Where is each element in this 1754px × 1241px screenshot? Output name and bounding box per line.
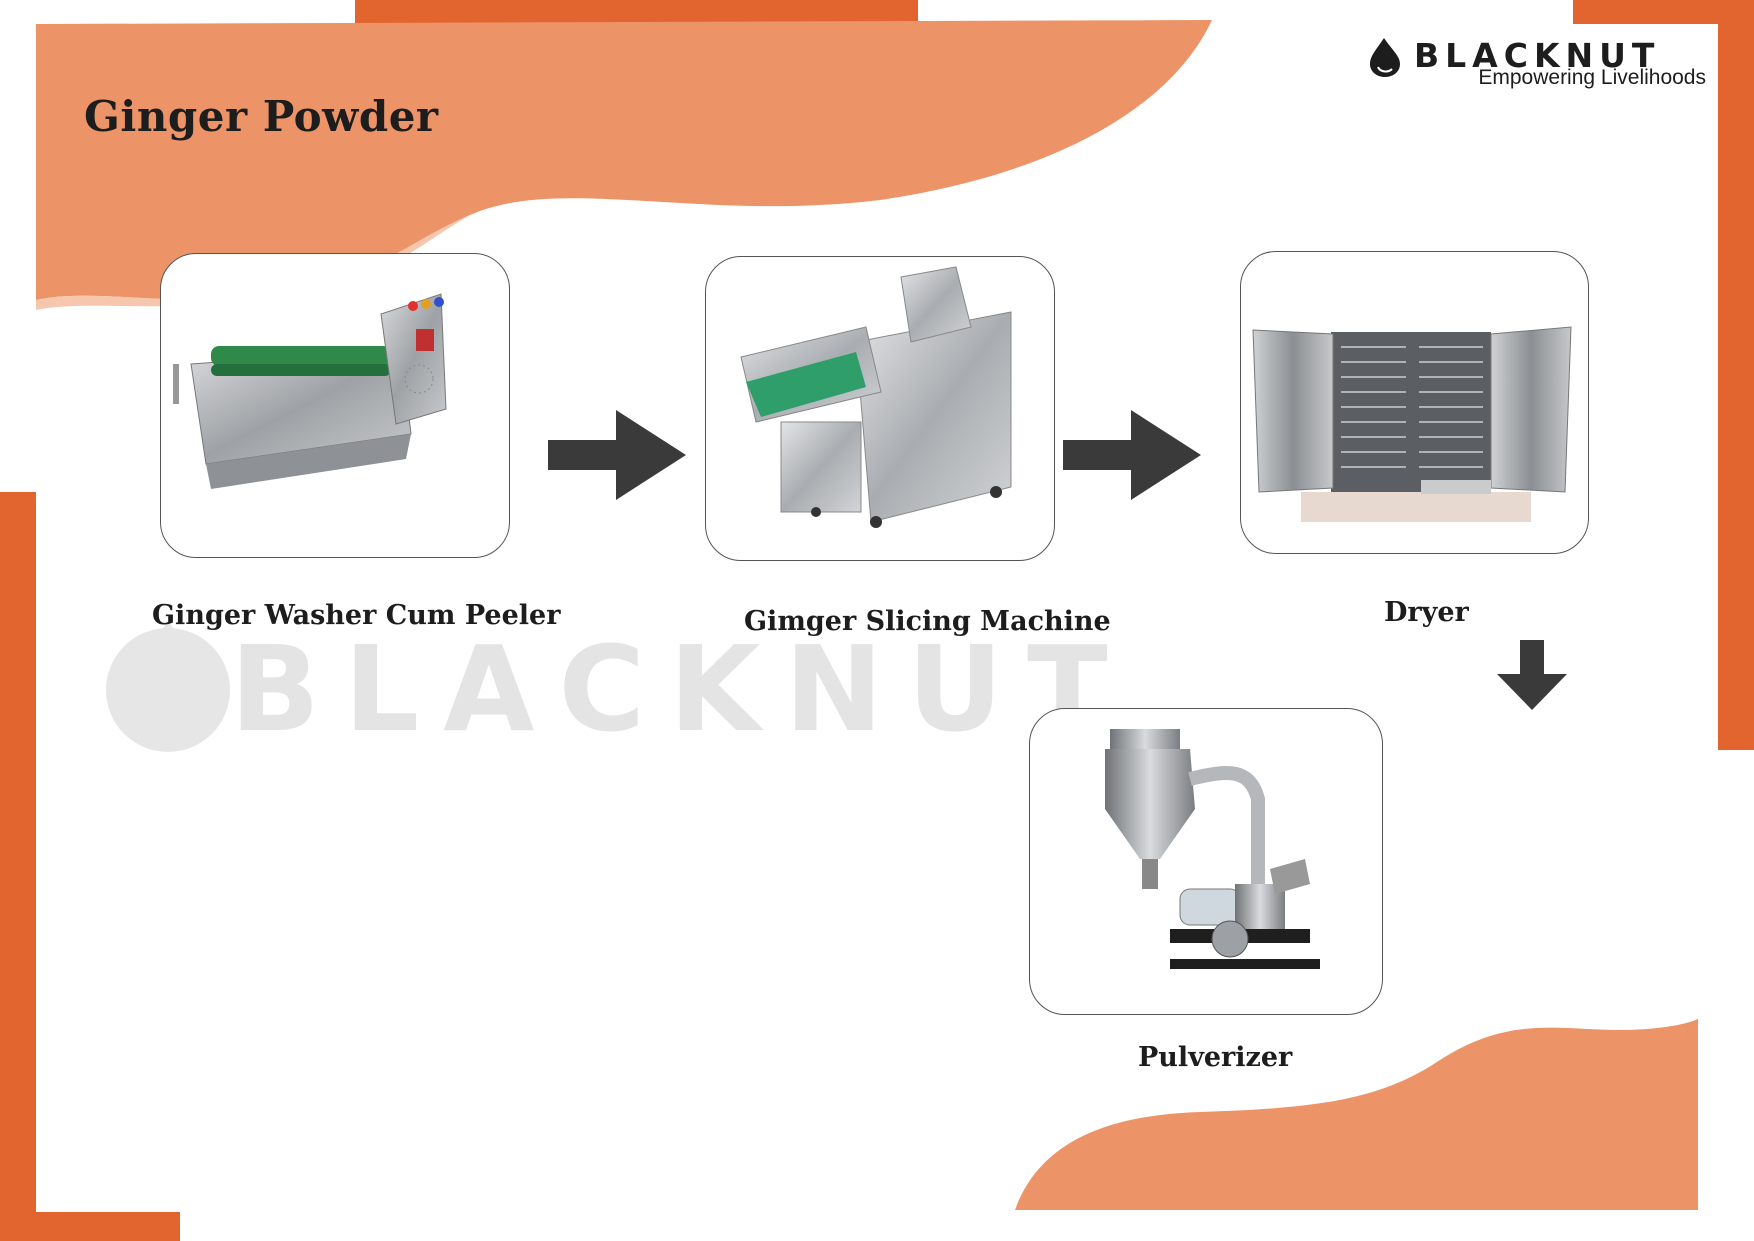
top-wave: [36, 20, 1212, 301]
step-label-washer: Ginger Washer Cum Peeler: [152, 600, 561, 631]
step-card-pulverizer: [1029, 708, 1383, 1015]
page-title: Ginger Powder: [84, 92, 439, 141]
step-label-pulverizer: Pulverizer: [1138, 1042, 1293, 1073]
brand-tagline: Empowering Livelihoods: [1478, 66, 1706, 89]
top-accent-band: [355, 0, 918, 24]
watermark-text: BLACKNUT: [230, 620, 1132, 758]
step-label-dryer: Dryer: [1384, 597, 1469, 628]
tray-dryer-photo: [1252, 326, 1572, 522]
step-card-dryer: [1240, 251, 1589, 554]
watermark-drop-icon: [106, 628, 230, 752]
brand-name: BLACKNUT: [1414, 36, 1661, 75]
right-accent-bar: [1718, 0, 1754, 750]
arrow-right-icon: [1063, 410, 1201, 500]
step-card-slicer: [705, 256, 1055, 561]
brand-drop-icon: [1370, 38, 1400, 77]
arrow-down-icon: [1497, 640, 1567, 710]
washer-peeler-machine-photo: [173, 293, 447, 489]
slicing-machine-photo: [740, 266, 1012, 528]
left-accent-bar: [0, 492, 36, 1241]
arrow-right-icon: [548, 410, 686, 500]
bottom-left-accent: [0, 1212, 180, 1241]
step-card-washer: [160, 253, 510, 558]
bottom-wave: [1015, 1018, 1699, 1210]
pulverizer-photo: [1105, 729, 1320, 969]
step-label-slicer: Gimger Slicing Machine: [744, 606, 1111, 637]
brand-logo: BLACKNUT Empowering Livelihoods: [1366, 36, 1706, 96]
